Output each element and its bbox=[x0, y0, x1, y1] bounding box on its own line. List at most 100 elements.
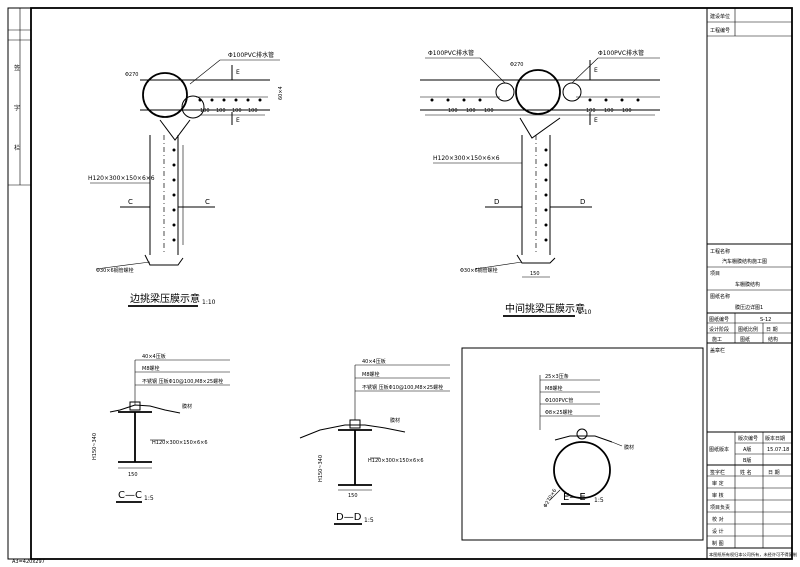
section-ee: 25×3压条 M8螺栓 Φ100PVC管 Φ8×25螺栓 膜材 Φ270×6 E… bbox=[461, 347, 704, 541]
left-beam-detail: 100 100 100 100 E E Φ100PVC排水管 Φ270 60×4… bbox=[88, 51, 284, 307]
right-cut-label-2: D bbox=[580, 198, 585, 206]
tb-design-date: 日 期 bbox=[766, 327, 778, 333]
left-dia-label: Φ270 bbox=[125, 72, 138, 78]
cc-membrane: 膜材 bbox=[182, 403, 192, 410]
left-steel-label: H120×300×150×6×6 bbox=[88, 175, 155, 182]
right-spacing-1: 100 bbox=[448, 108, 458, 114]
dd-width: 150 bbox=[348, 493, 358, 499]
right-section-marker-top: E bbox=[594, 67, 598, 74]
right-cut-label-1: D bbox=[494, 198, 499, 206]
left-height-dim: 60×4 bbox=[278, 86, 284, 100]
right-pipe-label-left: Φ100PVC排水管 bbox=[428, 49, 474, 57]
right-main-pipe bbox=[515, 69, 561, 115]
right-beam-scale: 1:10 bbox=[578, 309, 592, 316]
left-beam-scale: 1:10 bbox=[202, 299, 216, 306]
right-beam-detail: 100 100 100 100 100 100 E E Φ100PVC排水管 Φ… bbox=[420, 49, 660, 317]
left-pvc-pipe bbox=[181, 95, 205, 119]
tb-design-stage: 设计阶段 bbox=[709, 326, 729, 333]
section-cc: 40×4压板 M8螺栓 不锈钢 压板Φ10@100,M8×25螺栓 膜材 H12… bbox=[92, 353, 230, 503]
left-section-marker-bottom: E bbox=[236, 117, 240, 124]
tb-drawing-no-label: 图纸编号 bbox=[709, 316, 729, 323]
dd-height: H150~340 bbox=[318, 455, 324, 482]
tb-construct-3: 结构 bbox=[768, 336, 778, 343]
right-beam-title: 中间挑梁压膜示意 bbox=[505, 302, 585, 315]
cc-title: C—C bbox=[118, 490, 142, 501]
ee-scale: 1:5 bbox=[594, 497, 604, 504]
left-strip-char-2: 字 bbox=[14, 104, 20, 112]
ee-note-3: Φ100PVC管 bbox=[545, 397, 573, 404]
tb-sign-row-3: 项目负责 bbox=[710, 504, 730, 511]
inner-border bbox=[30, 7, 793, 560]
right-spacing-6: 100 bbox=[622, 108, 632, 114]
right-pvc-pipe-right bbox=[562, 82, 582, 102]
tb-version-date-header: 版本日期 bbox=[765, 435, 785, 442]
dd-title: D—D bbox=[336, 512, 362, 523]
dd-note-3: 不锈钢 压板Φ10@100,M8×25螺栓 bbox=[362, 384, 443, 391]
left-anchor-label: Φ30×6钢管螺栓 bbox=[96, 267, 134, 274]
left-strip: 签 字 栏 bbox=[8, 8, 31, 186]
left-bolt-row bbox=[198, 98, 262, 102]
tb-footer: 本图纸所有权归本公司所有，未经许可不得复制 bbox=[709, 551, 797, 558]
tb-project-value: 汽车棚膜结构施工图 bbox=[722, 258, 767, 265]
tb-drawing-name-label: 图纸名称 bbox=[710, 293, 730, 300]
tb-item-label: 项目 bbox=[710, 271, 720, 277]
dd-note-1: 40×4压板 bbox=[362, 358, 386, 365]
tb-sign-row-4: 校 对 bbox=[712, 516, 724, 523]
tb-drawing-no-value: S-12 bbox=[760, 317, 771, 323]
cc-scale: 1:5 bbox=[144, 495, 154, 502]
dd-steel-label: H120×300×150×6×6 bbox=[368, 458, 424, 464]
left-beam-title: 边挑梁压膜示意 bbox=[130, 292, 200, 305]
tb-sign-header: 签字栏 bbox=[710, 469, 725, 476]
left-strip-char-3: 栏 bbox=[14, 144, 20, 152]
tb-design-scale: 图纸比例 bbox=[738, 326, 758, 333]
ee-note-1: 25×3压条 bbox=[545, 373, 569, 380]
left-cut-label-1: C bbox=[128, 198, 133, 206]
left-spacing-4: 100 bbox=[248, 108, 258, 114]
tb-project-label: 工程名称 bbox=[710, 248, 730, 255]
right-bottom-dim: 150 bbox=[530, 271, 540, 277]
tb-version-b: B版 bbox=[743, 457, 751, 464]
dd-note-2: M8螺栓 bbox=[362, 371, 380, 378]
left-column-bolts bbox=[172, 148, 176, 242]
cc-width: 150 bbox=[128, 472, 138, 478]
right-pvc-pipe-left bbox=[495, 82, 515, 102]
tb-construct-1: 施工 bbox=[712, 336, 722, 343]
right-spacing-5: 100 bbox=[604, 108, 614, 114]
title-block: 建设单位 工程编号 工程名称 汽车棚膜结构施工图 项目 车棚膜结构 图纸名称 膜… bbox=[706, 8, 797, 559]
ee-title: E—E bbox=[563, 492, 586, 503]
dd-scale: 1:5 bbox=[364, 517, 374, 524]
left-spacing-2: 100 bbox=[216, 108, 226, 114]
cc-note-1: 40×4压板 bbox=[142, 353, 166, 360]
right-anchor-label: Φ30×6钢管螺栓 bbox=[460, 267, 498, 274]
tb-sign-name: 姓 名 bbox=[740, 469, 752, 476]
left-section-marker-top: E bbox=[236, 69, 240, 76]
tb-stamp-label: 盖章栏 bbox=[710, 347, 725, 354]
tb-sign-date: 日 期 bbox=[768, 470, 780, 476]
section-dd: 40×4压板 M8螺栓 不锈钢 压板Φ10@100,M8×25螺栓 膜材 H12… bbox=[299, 358, 450, 525]
right-dia-label: Φ270 bbox=[510, 62, 523, 68]
ee-frame bbox=[461, 347, 704, 541]
dd-membrane: 膜材 bbox=[390, 417, 400, 424]
right-pipe-label-right: Φ100PVC排水管 bbox=[598, 49, 644, 57]
ee-membrane: 膜材 bbox=[624, 444, 634, 451]
cc-steel-label: H120×300×150×6×6 bbox=[152, 440, 208, 446]
left-cut-label-2: C bbox=[205, 198, 210, 206]
right-spacing-4: 100 bbox=[586, 108, 596, 114]
sheet-size: A3=420x297 bbox=[12, 559, 45, 565]
tb-sign-row-6: 制 图 bbox=[712, 540, 724, 547]
tb-sign-row-5: 设 计 bbox=[712, 528, 724, 535]
tb-version-a: A版 bbox=[743, 446, 751, 453]
cc-note-2: M8螺栓 bbox=[142, 365, 160, 372]
left-strip-char-1: 签 bbox=[14, 64, 20, 72]
tb-owner-label: 建设单位 bbox=[710, 13, 730, 20]
tb-sign-row-1: 审 定 bbox=[712, 480, 724, 487]
ee-pipe bbox=[553, 441, 611, 499]
right-spacing-3: 100 bbox=[484, 108, 494, 114]
ee-note-4: Φ8×25螺栓 bbox=[545, 409, 573, 416]
right-steel-label: H120×300×150×6×6 bbox=[433, 155, 500, 162]
ee-dia: Φ270×6 bbox=[543, 488, 559, 509]
left-spacing-1: 100 bbox=[200, 108, 210, 114]
tb-item-value: 车棚膜结构 bbox=[735, 281, 760, 288]
outer-border bbox=[7, 7, 793, 560]
